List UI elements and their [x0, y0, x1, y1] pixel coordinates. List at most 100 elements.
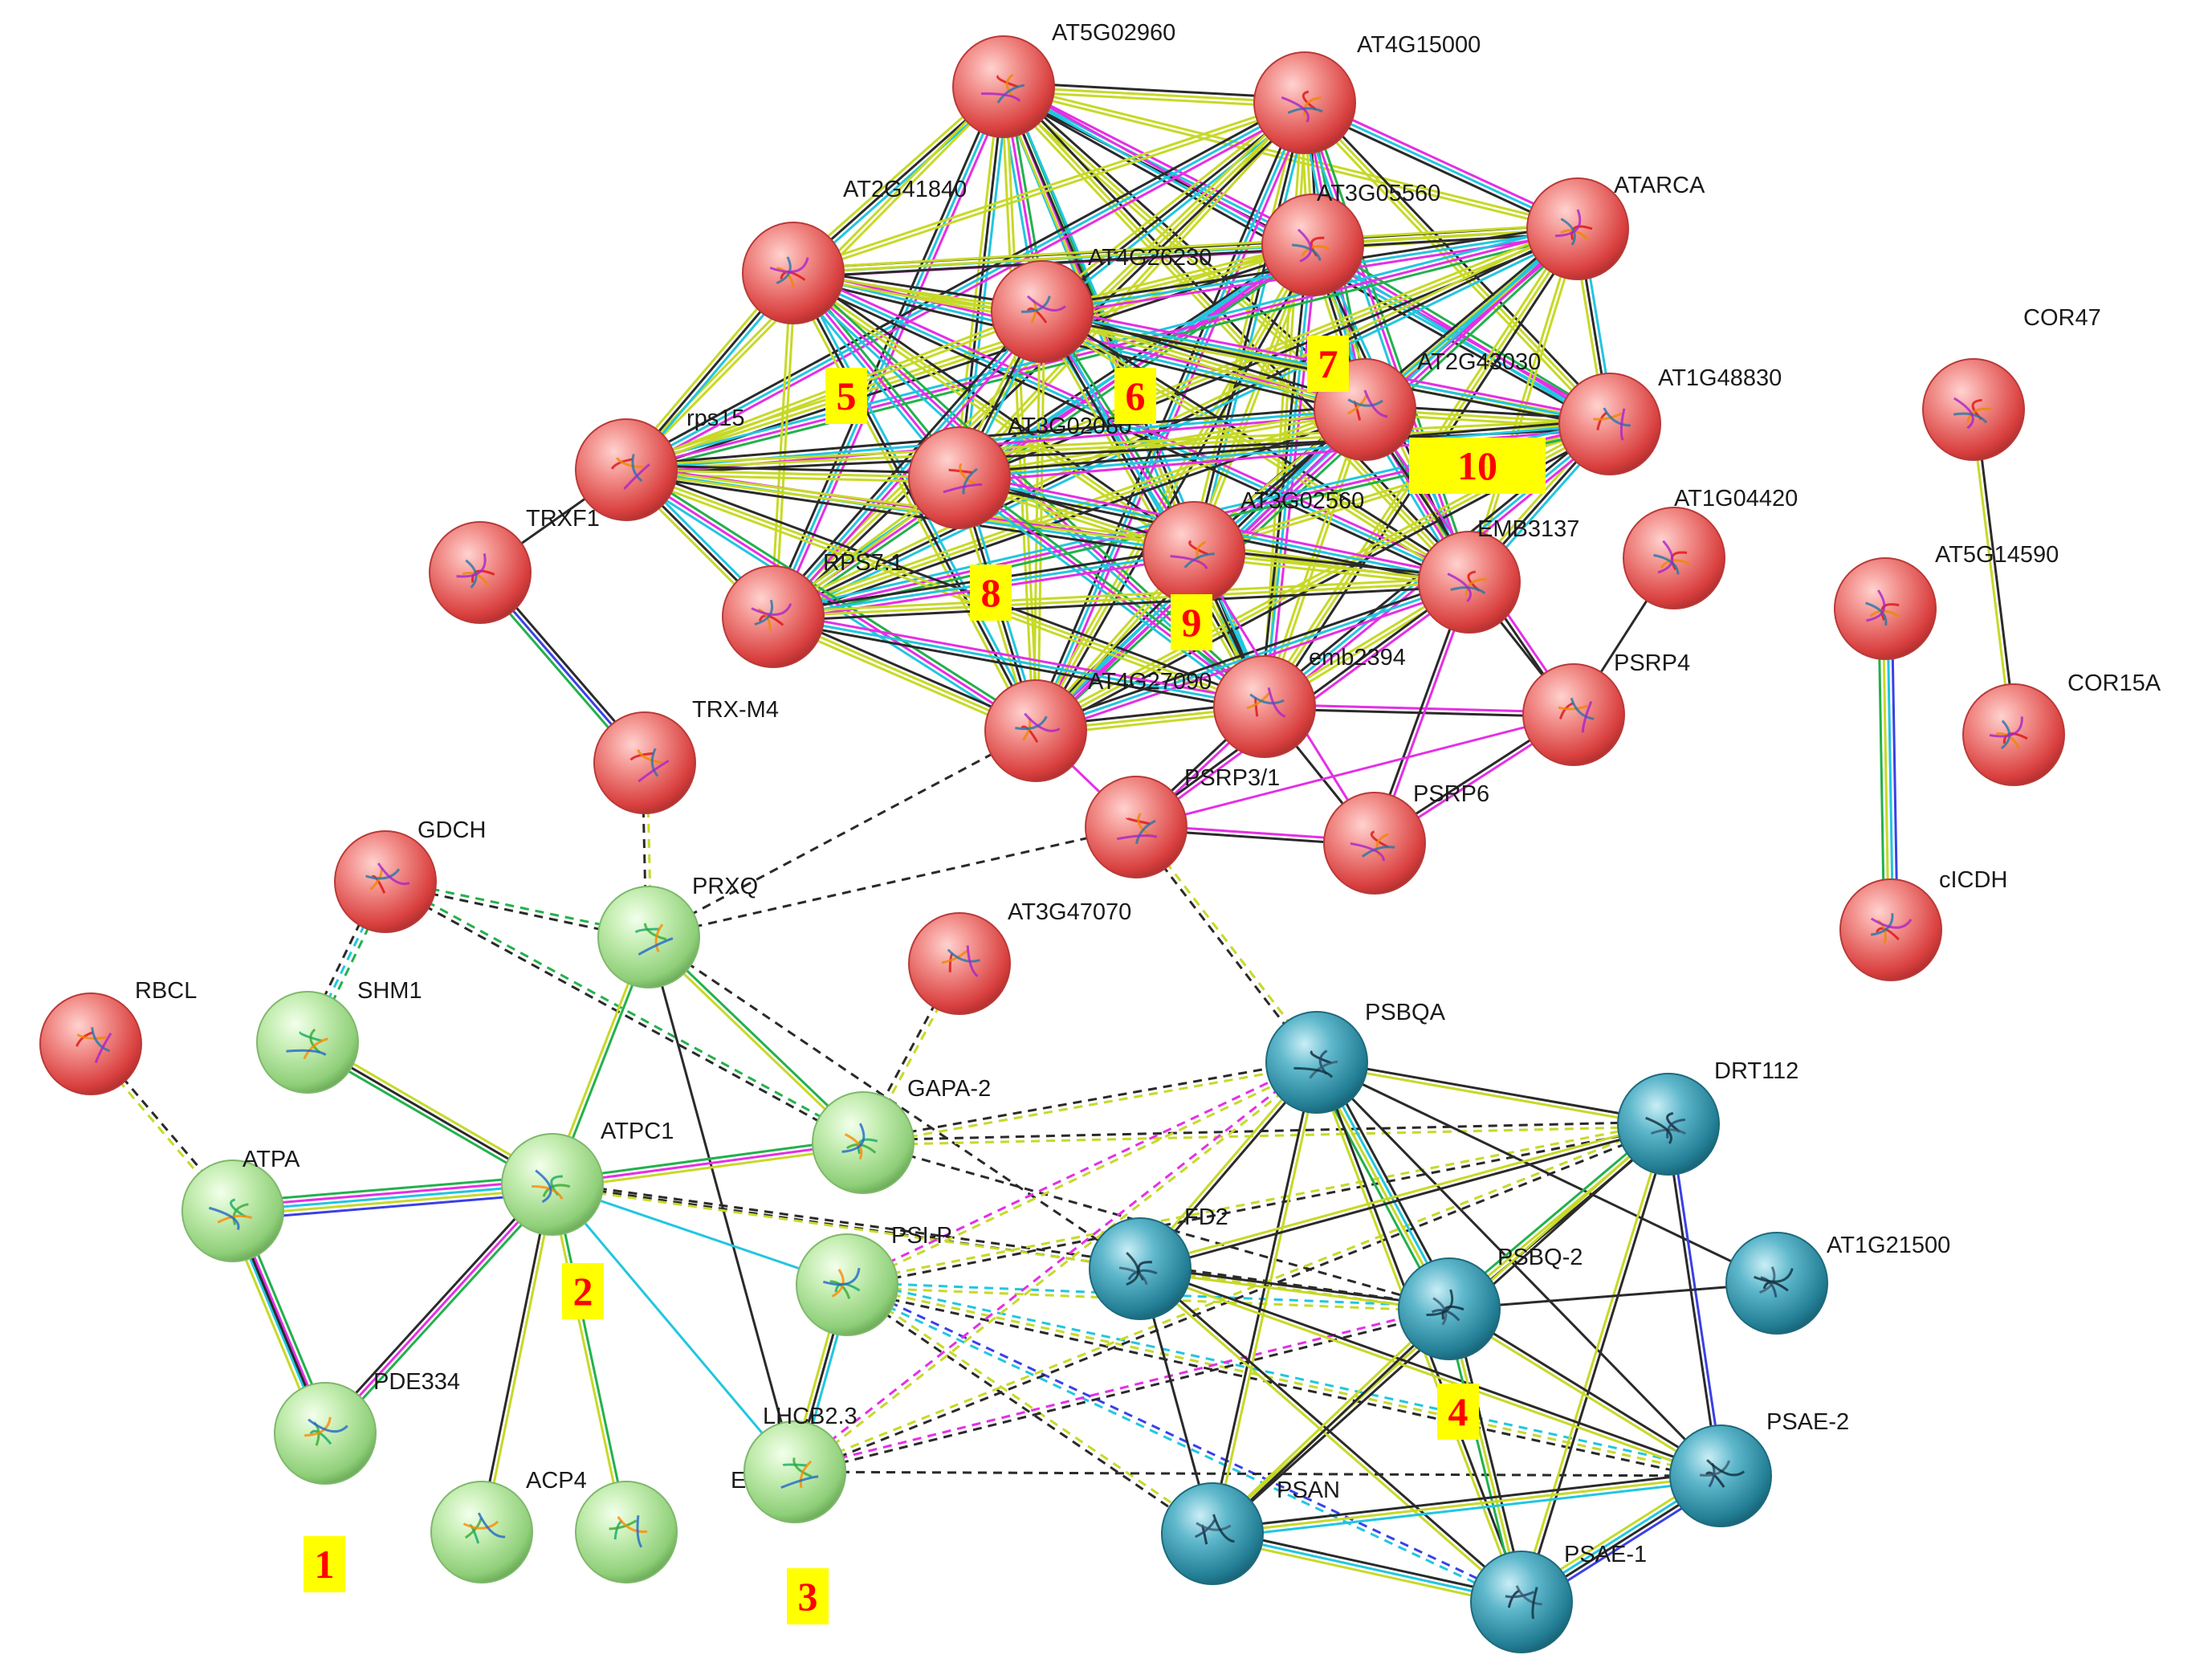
- node-at2g41840[interactable]: [742, 222, 845, 324]
- edge-PSI-P-PSBQA: [847, 1063, 1318, 1289]
- node-at5g02960[interactable]: [952, 35, 1055, 138]
- protein-structure-glyph: [1302, 96, 1322, 117]
- node-rbcl[interactable]: [39, 992, 142, 1095]
- protein-structure-glyph: [1464, 578, 1487, 597]
- cluster-label-number: 3: [798, 1574, 818, 1619]
- node-psrp3-1[interactable]: [1085, 776, 1187, 878]
- node-prxq[interactable]: [597, 886, 700, 988]
- edge-AT4G26230-EMB3137: [1039, 314, 1468, 587]
- node-sphere: [39, 992, 142, 1095]
- node-label: ATARCA: [1614, 173, 1705, 198]
- node-trx-m4[interactable]: [593, 711, 696, 814]
- protein-structure-glyph: [1989, 716, 2023, 738]
- node-atpc1[interactable]: [501, 1133, 604, 1236]
- node-at3g02560[interactable]: [1143, 501, 1245, 604]
- protein-structure-glyph: [638, 760, 670, 783]
- node-cor15a[interactable]: [1962, 683, 2065, 786]
- node-psan[interactable]: [1161, 1482, 1264, 1585]
- protein-structure-glyph: [1699, 1460, 1731, 1477]
- edge-AT3G05560-AT4G27090: [1034, 244, 1314, 732]
- protein-structure-glyph: [1126, 817, 1151, 825]
- node-gapa-2[interactable]: [812, 1091, 915, 1194]
- edge-PRXQ-AT4G27090: [648, 729, 1037, 939]
- edge-ATPC1-PSI-P: [552, 1183, 848, 1286]
- node-psi-p[interactable]: [796, 1233, 898, 1336]
- node-cor47[interactable]: [1922, 358, 2025, 461]
- node-acp4b[interactable]: [575, 1481, 678, 1583]
- node-at3g47070[interactable]: [908, 912, 1011, 1015]
- edge-AT4G26230-RPS7.1: [772, 311, 1044, 617]
- node-at1g21500[interactable]: [1725, 1232, 1828, 1335]
- node-at4g27090[interactable]: [984, 679, 1087, 782]
- node-at1g04420[interactable]: [1623, 507, 1725, 609]
- edge-EMB1030-DRT112: [793, 1120, 1668, 1471]
- node-trxf1[interactable]: [429, 521, 532, 624]
- protein-structure-glyph: [230, 1198, 246, 1218]
- node-at3g05560[interactable]: [1261, 194, 1364, 296]
- node-shm1[interactable]: [256, 991, 359, 1094]
- protein-structure-glyph: [1287, 107, 1323, 114]
- cluster-label-8: 8: [970, 564, 1012, 621]
- protein-structure-glyph: [304, 1416, 332, 1437]
- edge-RPS7.1-emb2394: [772, 619, 1265, 712]
- node-acp4[interactable]: [430, 1481, 533, 1583]
- node-lhcb2-3[interactable]: [743, 1420, 846, 1523]
- node-at5g14590[interactable]: [1834, 557, 1937, 660]
- node-sphere: [593, 711, 696, 814]
- edge-RPS7.1-emb2394: [773, 611, 1266, 704]
- node-at4g26230[interactable]: [991, 260, 1094, 363]
- edge-AT2G41840-EMB3137: [791, 275, 1469, 588]
- node-emb3137[interactable]: [1418, 531, 1521, 634]
- node-psae-2[interactable]: [1669, 1424, 1772, 1527]
- node-label: TRX-M4: [692, 697, 779, 723]
- edge-EMB1030-PSBQ-2: [793, 1305, 1449, 1471]
- node-label: AT3G05560: [1317, 181, 1440, 206]
- node-cicdh[interactable]: [1839, 878, 1942, 981]
- node-psrp4[interactable]: [1522, 663, 1625, 766]
- protein-structure-glyph: [1450, 586, 1486, 595]
- node-at4g15000[interactable]: [1253, 51, 1356, 154]
- protein-structure-glyph: [966, 945, 979, 977]
- edge-AT4G15000-AT4G27090: [1034, 102, 1306, 732]
- edge-PSAN-PSAE-2: [1212, 1478, 1721, 1539]
- protein-structure-glyph: [629, 752, 654, 761]
- node-emb2394[interactable]: [1213, 655, 1316, 758]
- node-sphere: [908, 426, 1011, 529]
- node-psae-1[interactable]: [1470, 1551, 1573, 1653]
- node-at1g48830[interactable]: [1558, 373, 1661, 475]
- protein-structure-glyph: [1297, 228, 1313, 263]
- protein-structure-glyph: [1196, 1522, 1232, 1531]
- node-rps15[interactable]: [575, 418, 678, 521]
- edge-ATPC1-ACP4b: [553, 1184, 630, 1532]
- node-at3g02080[interactable]: [908, 426, 1011, 529]
- edge-AT3G05560-AT1G48830: [1312, 243, 1611, 426]
- edge-AT2G43030-rps15: [625, 404, 1365, 467]
- edge-GAPA-2-DRT112: [863, 1125, 1669, 1147]
- edge-AT4G15000-AT3G02560: [1192, 102, 1306, 553]
- edge-PSI-P-DRT112: [846, 1120, 1668, 1284]
- node-atpa[interactable]: [181, 1160, 284, 1262]
- node-label: PSRP4: [1614, 650, 1690, 676]
- node-label: TRXF1: [526, 506, 600, 532]
- edge-rps15-emb2394: [625, 468, 1265, 708]
- node-atarca[interactable]: [1526, 177, 1629, 280]
- node-psrp6[interactable]: [1323, 792, 1426, 895]
- edge-AT5G14590-cICDH: [1890, 608, 1899, 930]
- edge-AT5G02960-RPS7.1: [776, 88, 1009, 619]
- node-sphere: [1418, 531, 1521, 634]
- node-psbqa[interactable]: [1265, 1011, 1368, 1114]
- node-fd2[interactable]: [1089, 1217, 1192, 1320]
- edge-AT4G26230-emb2394: [1045, 308, 1270, 706]
- node-label: DRT112: [1714, 1058, 1799, 1084]
- node-drt112[interactable]: [1617, 1073, 1720, 1176]
- node-gdch[interactable]: [334, 830, 437, 933]
- edge-AT5G02960-AT3G05560: [1004, 81, 1316, 242]
- protein-structure-glyph: [799, 1460, 813, 1489]
- node-sphere: [1522, 663, 1625, 766]
- node-label: AT4G15000: [1357, 32, 1481, 58]
- node-rps7-1[interactable]: [722, 565, 825, 668]
- node-psbq-2[interactable]: [1398, 1257, 1501, 1360]
- node-sphere: [952, 35, 1055, 138]
- node-pde334[interactable]: [274, 1382, 377, 1485]
- cluster-label-box: [787, 1568, 829, 1624]
